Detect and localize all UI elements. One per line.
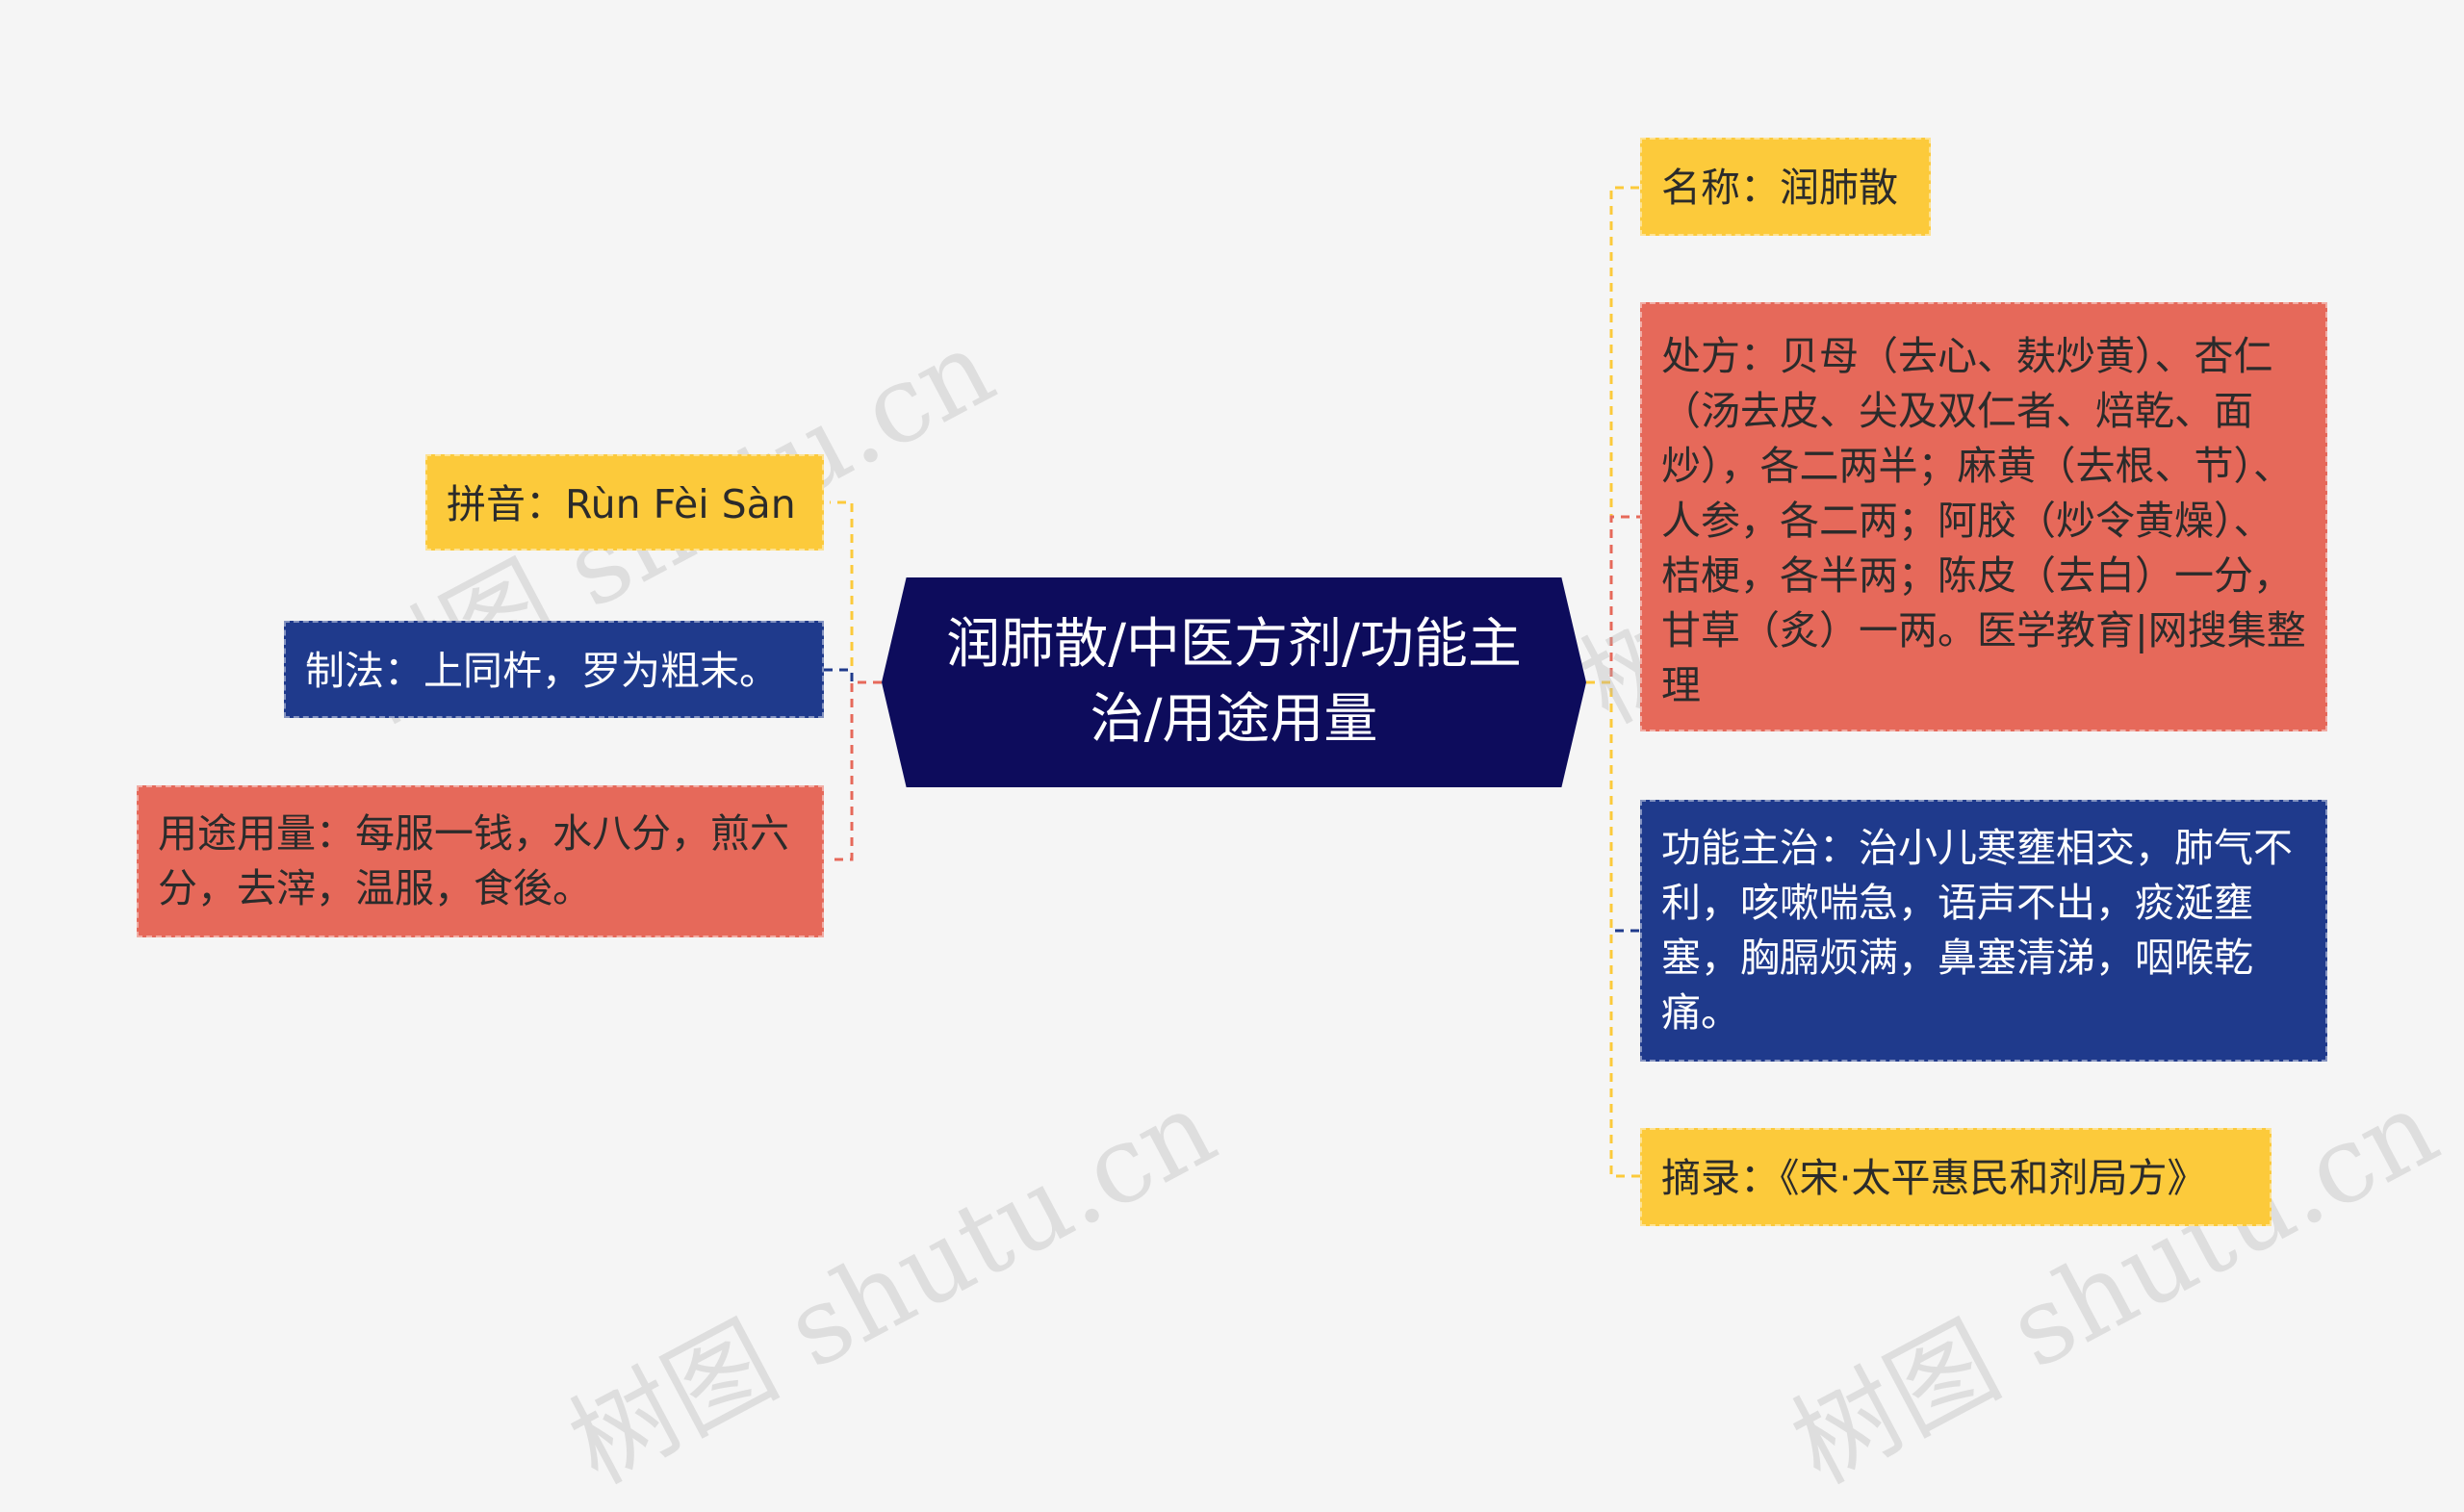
connector-name [1586, 186, 1640, 684]
mindmap-canvas: 树图 shutu.cn 树图 shutu.cn 树图 shutu.cn 树图 s… [137, 138, 2456, 1507]
connector-prescription [1586, 515, 1640, 684]
connector-method [824, 668, 882, 684]
node-pinyin[interactable]: 拼音：Rùn Fèi Sàn [425, 454, 824, 551]
node-indication[interactable]: 功能主治：治小儿寒壅相交，肺气不利，咳嗽喘急，语声不出，痰涎壅塞，胸膈烦满，鼻塞… [1640, 800, 2327, 1062]
node-method[interactable]: 制法：上同杵，罗为粗末。 [284, 621, 824, 718]
central-topic-label: 润肺散/中医方剂/功能主治/用途用量 [946, 613, 1522, 751]
central-topic[interactable]: 润肺散/中医方剂/功能主治/用途用量 [882, 577, 1586, 787]
connector-lines [824, 186, 1640, 1178]
connector-pinyin [830, 500, 882, 684]
node-usage[interactable]: 用途用量：每服一钱，水八分，煎六分，去滓，温服，食後。 [137, 785, 824, 937]
node-prescription[interactable]: 处方：贝母（去心、麸炒黄）、杏仁（汤去皮、尖及双仁者、焙乾、面炒），各二两半；麻… [1640, 302, 2327, 731]
connector-indication [1586, 680, 1640, 933]
node-name[interactable]: 名称：润肺散 [1640, 138, 1931, 236]
connector-usage [830, 680, 882, 861]
node-source[interactable]: 摘录：《宋·太平惠民和剂局方》 [1640, 1128, 2272, 1226]
